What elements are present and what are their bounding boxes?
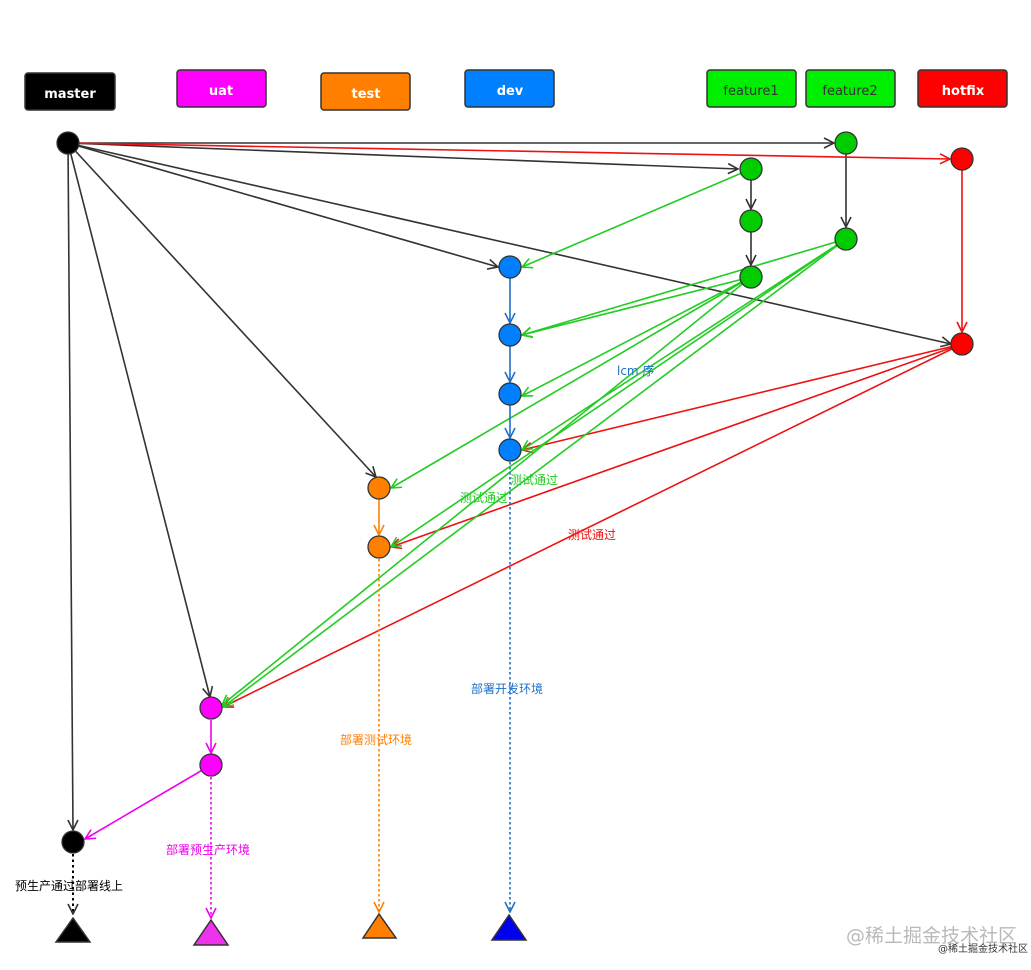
edge-master-hotfix-merge — [67, 142, 951, 344]
branch-label-feature2: feature2 — [805, 69, 896, 108]
deploy-online-triangle — [54, 916, 92, 943]
watermark-small: @稀土掘金技术社区 — [938, 944, 1028, 955]
commit-dev-2 — [498, 323, 522, 347]
commit-feature1-1 — [739, 157, 763, 181]
feature-edges — [222, 168, 847, 707]
commit-feature1-2 — [739, 209, 763, 233]
commit-dev-1 — [498, 255, 522, 279]
deploy-dev-triangle — [490, 913, 528, 941]
commit-feature1-3 — [739, 265, 763, 289]
commit-master-1 — [56, 131, 80, 155]
hotfix-edges — [67, 142, 963, 707]
edge-feature1-uat — [222, 276, 752, 705]
edge-hotfix-dev — [522, 343, 963, 450]
label-lcm: lcm 序 — [617, 363, 654, 378]
label-deploy-dev: 部署开发环境 — [471, 681, 543, 696]
branch-label-hotfix-text: hotfix — [942, 84, 985, 99]
edge-feature1-dev-2 — [522, 276, 752, 335]
branch-label-uat-text: uat — [209, 84, 233, 99]
commit-hotfix-1 — [950, 147, 974, 171]
edge-hotfix-uat — [223, 343, 963, 707]
label-deploy-online: 预生产通过部署线上 — [15, 878, 123, 893]
commit-test-2 — [367, 535, 391, 559]
label-deploy-uat: 部署预生产环境 — [166, 842, 250, 857]
edge-master-uat — [67, 142, 210, 697]
branch-label-dev-text: dev — [497, 84, 524, 99]
edge-feature1-test — [391, 276, 752, 488]
commit-feature2-2 — [834, 227, 858, 251]
edge-feature2-uat — [223, 238, 847, 707]
deploy-targets — [54, 912, 528, 946]
branch-label-dev: dev — [464, 69, 555, 108]
branch-label-test: test — [320, 72, 411, 111]
branch-label-uat: uat — [176, 69, 267, 108]
edge-feature2-dev-4 — [522, 238, 847, 450]
deploy-test-triangle — [361, 912, 398, 939]
uat-edges — [85, 720, 211, 918]
commit-nodes — [56, 131, 974, 854]
branch-label-feature2-text: feature2 — [822, 84, 877, 99]
edge-master-master2 — [67, 142, 73, 830]
edge-master-feature1 — [67, 142, 738, 169]
branch-label-hotfix: hotfix — [917, 69, 1008, 108]
master-edges — [67, 142, 951, 830]
branch-label-master: master — [24, 72, 116, 111]
edge-feature1-dev — [522, 168, 752, 267]
edge-master-dev — [67, 142, 498, 267]
edge-feature1-dev-3 — [522, 276, 752, 396]
branch-label-feature1-text: feature1 — [723, 84, 778, 99]
commit-dev-3 — [498, 382, 522, 406]
commit-feature2-1 — [834, 131, 858, 155]
edge-feature2-dev — [522, 238, 847, 335]
edge-master-hotfix — [67, 142, 950, 159]
edge-feature2-test — [391, 238, 847, 547]
edge-hotfix-test — [391, 343, 963, 547]
branch-label-master-text: master — [44, 87, 96, 102]
branch-label-test-text: test — [352, 87, 381, 102]
edge-uat-master — [85, 764, 212, 839]
label-test-feature-pass: 测试通过 — [460, 490, 508, 505]
commit-uat-2 — [199, 753, 223, 777]
commit-hotfix-2 — [950, 332, 974, 356]
deploy-uat-triangle — [192, 918, 230, 946]
label-dev-test-pass: 测试通过 — [510, 472, 558, 487]
edge-master-test — [67, 142, 376, 477]
label-hotfix-test-pass: 测试通过 — [568, 527, 616, 542]
commit-test-1 — [367, 476, 391, 500]
commit-dev-4 — [498, 438, 522, 462]
label-deploy-test: 部署测试环境 — [340, 732, 412, 747]
commit-uat-1 — [199, 696, 223, 720]
branch-label-feature1: feature1 — [706, 69, 797, 108]
commit-master-2 — [61, 830, 85, 854]
watermark-main: @稀土掘金技术社区 — [846, 925, 1018, 947]
